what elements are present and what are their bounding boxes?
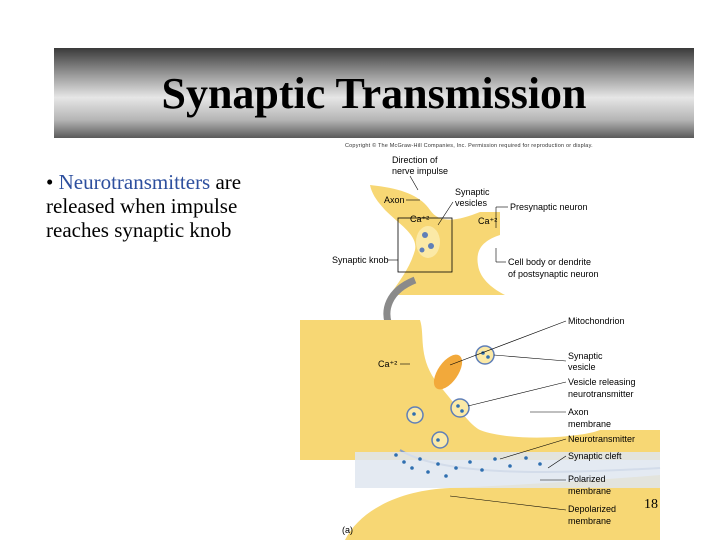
label-ca-b: Ca⁺² [478, 216, 497, 226]
label-presynaptic-neuron: Presynaptic neuron [510, 202, 588, 212]
label-axon-membrane-2: membrane [568, 419, 611, 429]
label-neurotransmitter: Neurotransmitter [568, 434, 635, 444]
label-mitochondrion: Mitochondrion [568, 316, 625, 326]
label-axon-membrane-1: Axon [568, 407, 589, 417]
label-synaptic-vesicle-1: Synaptic [568, 351, 603, 361]
leader-lines [388, 175, 567, 511]
label-synaptic-vesicles-1: Synaptic [455, 187, 490, 197]
label-axon: Axon [384, 195, 405, 205]
bullet-point: • Neurotransmitters are released when im… [46, 170, 286, 242]
label-polarized-2: membrane [568, 486, 611, 496]
slide-title: Synaptic Transmission [161, 68, 587, 118]
page-number: 18 [644, 497, 658, 512]
label-cell-body-2: of postsynaptic neuron [508, 269, 599, 279]
synapse-diagram: Direction of nerve impulse Axon Synaptic… [300, 155, 661, 540]
label-direction-2: nerve impulse [392, 166, 448, 176]
bullet-text-3: reaches synaptic knob [46, 218, 232, 242]
label-synaptic-knob: Synaptic knob [332, 255, 389, 265]
label-synaptic-vesicle-2: vesicle [568, 362, 596, 372]
label-direction-1: Direction of [392, 155, 438, 165]
label-synaptic-vesicles-2: vesicles [455, 198, 488, 208]
bullet-text-1: are [210, 170, 242, 194]
label-vesicle-releasing-1: Vesicle releasing [568, 377, 636, 387]
presynaptic-overview [370, 185, 505, 295]
label-depolarized-2: membrane [568, 516, 611, 526]
label-panel: (a) [342, 525, 353, 535]
copyright-notice: Copyright © The McGraw-Hill Companies, I… [345, 143, 593, 149]
bullet-marker: • [46, 170, 54, 194]
label-polarized-1: Polarized [568, 474, 606, 484]
bullet-text-2: released when impulse [46, 194, 238, 218]
label-synaptic-cleft: Synaptic cleft [568, 451, 622, 461]
label-ca-c: Ca⁺² [378, 359, 397, 369]
label-vesicle-releasing-2: neurotransmitter [568, 389, 634, 399]
title-bar: Synaptic Transmission [54, 48, 694, 138]
bullet-highlight: Neurotransmitters [58, 170, 211, 194]
synapse-enlarged [300, 320, 661, 540]
label-ca-a: Ca⁺² [410, 214, 429, 224]
label-cell-body-1: Cell body or dendrite [508, 257, 591, 267]
label-depolarized-1: Depolarized [568, 504, 616, 514]
